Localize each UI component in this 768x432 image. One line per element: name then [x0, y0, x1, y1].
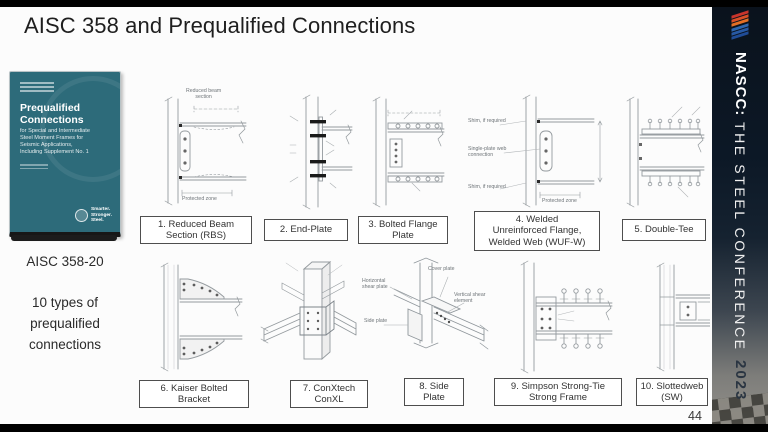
connection-label-slottedweb: 10. Slottedweb (SW): [636, 378, 708, 406]
connection-cell-wufw: Shim, if required Single-plate web conne…: [468, 91, 606, 213]
connection-label-simpson: 9. Simpson Strong-Tie Strong Frame: [494, 378, 622, 406]
connection-cell-endplate: [260, 93, 356, 213]
note-text: 10 types of prequalified connections: [28, 295, 102, 352]
page-number: 44: [688, 409, 702, 423]
banner-vertical-text: NASCC: THE STEEL CONFERENCE 2023: [731, 52, 749, 401]
conxtech-conxl-diagram: [260, 261, 357, 360]
connection-label-kaiser: 6. Kaiser Bolted Bracket: [139, 380, 249, 408]
sideplate-annotation-horizontal: Horizontal shear plate: [362, 278, 388, 290]
connection-cell-simpson: [494, 257, 626, 379]
connection-label-sideplate: 8. Side Plate: [404, 378, 464, 406]
rbs-diagram: [164, 96, 247, 206]
letterbox-bottom: [0, 424, 768, 432]
connection-label-conxl: 7. ConXtech ConXL: [290, 380, 368, 408]
aisc-logo-icon: [74, 208, 88, 222]
simpson-strong-frame-diagram: [520, 260, 613, 374]
sideplate-annotation-side: Side plate: [364, 318, 388, 324]
rbs-annotation-bottom: Protected zone: [182, 196, 217, 202]
connection-label-rbs: 1. Reduced Beam Section (RBS): [140, 216, 252, 244]
wufw-annotation-shim-top: Shim, if required: [468, 118, 506, 124]
sideplate-diagram: [383, 257, 489, 350]
letterbox-top: [0, 0, 768, 7]
book-watermark-circle: [40, 76, 120, 182]
rbs-annotation-top: Reduced beam section: [186, 88, 222, 100]
double-tee-diagram: [626, 96, 705, 208]
wufw-annotation-web: Single-plate web connection: [468, 146, 507, 158]
endplate-diagram: [289, 94, 353, 210]
aisc-code-label: AISC 358-20: [26, 254, 104, 269]
slide-canvas: AISC 358 and Prequalified Connections Pr…: [0, 7, 712, 424]
book-shadow: [11, 235, 117, 241]
conference-banner: NASCC: THE STEEL CONFERENCE 2023: [712, 0, 768, 432]
connection-cell-doubletee: [612, 93, 708, 213]
book-subtitle: for Special and Intermediate Steel Momen…: [20, 128, 90, 155]
book-brand-text: Smarter. Stronger. Steel.: [90, 206, 112, 224]
nascc-stripes-icon: [731, 10, 749, 40]
book-title: Prequalified Connections: [20, 102, 84, 127]
bolted-flange-plate-diagram: [372, 96, 445, 208]
book-brand-row: Smarter. Stronger. Steel.: [74, 206, 112, 224]
slottedweb-diagram: [656, 262, 710, 372]
sideplate-annotation-cover: Cover plate: [428, 266, 455, 272]
wufw-diagram: [499, 94, 603, 208]
connection-label-wufw: 4. Welded Unreinforced Flange, Welded We…: [474, 211, 600, 251]
connection-label-doubletee: 5. Double-Tee: [622, 219, 706, 241]
sideplate-annotation-vertical: Vertical shear element: [454, 292, 486, 304]
aisc-book-cover: Prequalified Connections for Special and…: [9, 71, 121, 237]
book-header-lines: [20, 82, 54, 94]
connection-label-endplate: 2. End-Plate: [264, 219, 348, 241]
banner-conference-name: THE STEEL CONFERENCE: [732, 122, 748, 352]
book-edition-lines: [20, 164, 48, 171]
connection-cell-slottedweb: [634, 257, 712, 379]
connection-cell-rbs: Reduced beam section Protected zone: [138, 88, 252, 213]
wufw-annotation-shim-bottom: Shim, if required: [468, 184, 506, 190]
connection-cell-sideplate: Cover plate Horizontal shear plate Verti…: [362, 255, 494, 379]
connection-label-bfp: 3. Bolted Flange Plate: [358, 216, 448, 244]
banner-brand: NASCC:: [732, 52, 749, 117]
banner-year: 2023: [732, 359, 749, 402]
connection-cell-kaiser: [136, 257, 250, 379]
connection-cell-conxl: [258, 255, 358, 377]
slide-title: AISC 358 and Prequalified Connections: [24, 13, 416, 38]
wufw-annotation-bottom: Protected zone: [542, 198, 577, 204]
kaiser-bracket-diagram: [160, 262, 243, 372]
connection-cell-bfp: [354, 93, 448, 213]
